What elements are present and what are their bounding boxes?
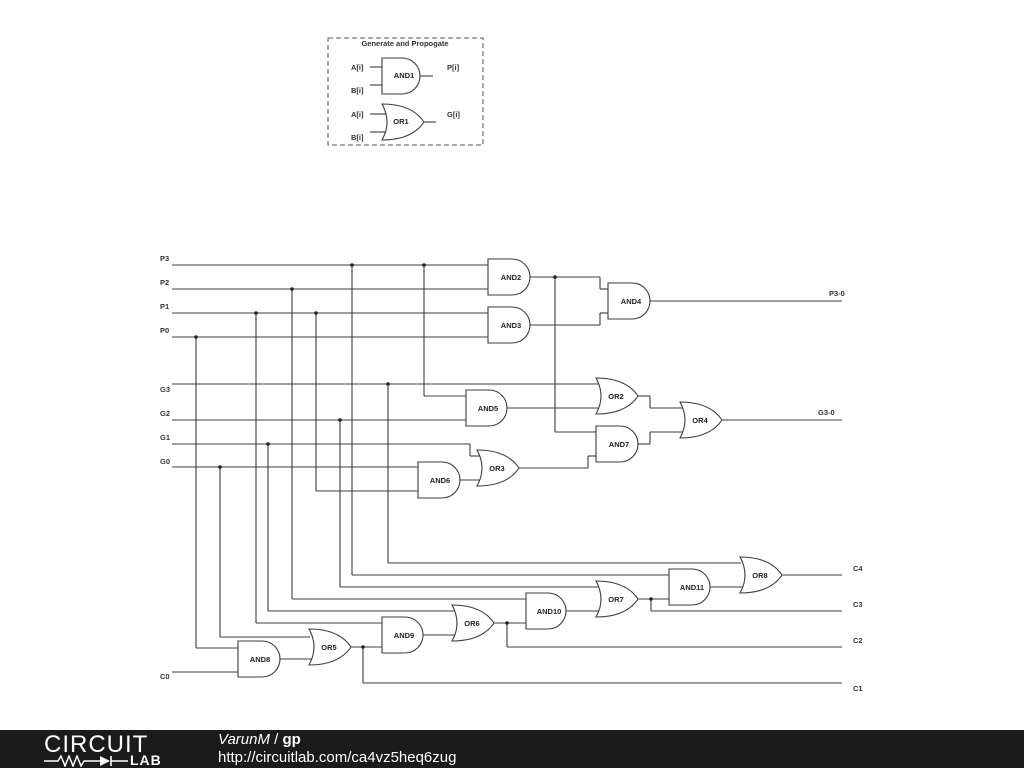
gate-and11: AND11: [668, 568, 711, 606]
output-label-c4: C4: [853, 564, 863, 573]
gate-and8: AND8: [237, 640, 281, 678]
gate-and4: AND4: [607, 282, 651, 320]
circuitlab-logo[interactable]: CIRCUIT LAB: [44, 733, 179, 767]
logo-text-circuit: CIRCUIT: [44, 731, 149, 758]
svg-text:OR5: OR5: [321, 643, 336, 652]
input-label-p3: P3: [160, 254, 169, 263]
legend-or1-label: OR1: [393, 117, 408, 126]
input-label-g0: G0: [160, 457, 170, 466]
legend-border: [327, 37, 484, 146]
input-labels: P3 P2 P1 P0 G3 G2 G1 G0 C0: [160, 254, 170, 681]
footer-bar: [0, 730, 1024, 768]
svg-text:AND8: AND8: [250, 655, 270, 664]
svg-text:AND11: AND11: [680, 583, 704, 592]
svg-text:AND4: AND4: [621, 297, 642, 306]
svg-text:AND7: AND7: [609, 440, 629, 449]
input-label-g2: G2: [160, 409, 170, 418]
legend-or1-in-a: A[i]: [351, 110, 364, 119]
legend-or1-in-b: B[i]: [351, 133, 364, 142]
legend-and1-in-b: B[i]: [351, 86, 364, 95]
wires: [172, 264, 842, 684]
gate-or7: OR7: [595, 580, 639, 618]
legend-generate-propagate: Generate and Propogate AND1 A[i] B[i] P[…: [327, 37, 484, 146]
circuit-byline: VarunM / gp: [218, 731, 301, 749]
legend-title: Generate and Propogate: [361, 39, 448, 48]
legend-and1-out: P[i]: [447, 63, 460, 72]
output-label-c2: C2: [853, 636, 863, 645]
legend-or1-gate: [381, 103, 425, 141]
gate-or4: OR4: [679, 401, 723, 439]
output-labels: P3-0 G3-0 C4 C3 C2 C1: [818, 289, 863, 693]
svg-text:AND9: AND9: [394, 631, 414, 640]
gate-and9: AND9: [381, 616, 424, 654]
legend-and1-gate: [381, 57, 421, 95]
input-label-g1: G1: [160, 433, 170, 442]
input-label-p1: P1: [160, 302, 169, 311]
byline-separator: /: [269, 731, 283, 748]
input-label-c0: C0: [160, 672, 170, 681]
output-label-g3-0: G3-0: [818, 408, 835, 417]
input-label-p0: P0: [160, 326, 169, 335]
junction-dots: [194, 263, 653, 649]
output-label-c1: C1: [853, 684, 863, 693]
svg-text:OR8: OR8: [752, 571, 767, 580]
svg-text:OR4: OR4: [692, 416, 708, 425]
input-label-g3: G3: [160, 385, 170, 394]
gate-and10: AND10: [525, 592, 567, 630]
circuit-name[interactable]: gp: [282, 731, 301, 748]
svg-text:AND3: AND3: [501, 321, 521, 330]
output-label-c3: C3: [853, 600, 863, 609]
schematic-canvas: Generate and Propogate AND1 A[i] B[i] P[…: [160, 37, 863, 693]
svg-text:OR2: OR2: [608, 392, 623, 401]
svg-text:AND2: AND2: [501, 273, 521, 282]
svg-text:OR7: OR7: [608, 595, 623, 604]
author-name[interactable]: VarunM: [218, 731, 270, 748]
gate-or3: OR3: [476, 449, 520, 487]
gate-or6: OR6: [451, 604, 495, 642]
gate-or2: OR2: [595, 377, 639, 415]
resistor-diode-icon: [44, 755, 128, 767]
legend-or1-out: G[i]: [447, 110, 460, 119]
input-label-p2: P2: [160, 278, 169, 287]
svg-text:OR3: OR3: [489, 464, 504, 473]
output-label-p3-0: P3-0: [829, 289, 845, 298]
logo-text-lab: LAB: [130, 752, 162, 768]
svg-text:AND5: AND5: [478, 404, 498, 413]
circuit-url[interactable]: http://circuitlab.com/ca4vz5heq6zug: [218, 749, 457, 766]
svg-text:OR6: OR6: [464, 619, 479, 628]
legend-and1-label: AND1: [394, 71, 414, 80]
legend-and1-in-a: A[i]: [351, 63, 364, 72]
gate-or8: OR8: [739, 556, 783, 594]
gate-and6: AND6: [417, 461, 461, 499]
gate-and2: AND2: [487, 258, 531, 296]
svg-text:AND6: AND6: [430, 476, 450, 485]
svg-text:AND10: AND10: [537, 607, 562, 616]
gate-and3: AND3: [487, 306, 531, 344]
gate-and7: AND7: [595, 425, 639, 463]
gate-and5: AND5: [465, 389, 508, 427]
gate-or5: OR5: [308, 628, 352, 666]
